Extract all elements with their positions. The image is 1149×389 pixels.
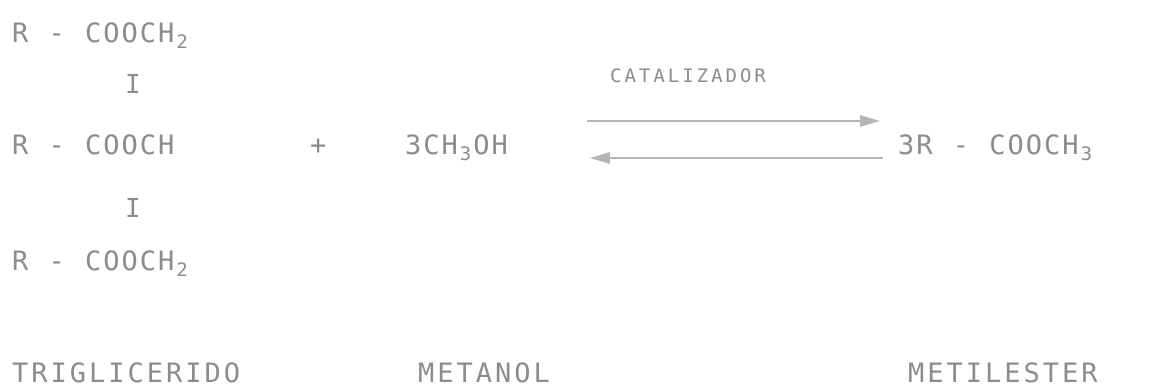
triglyceride-caption: TRIGLICERIDO	[12, 358, 244, 389]
triglyceride-row-1-text: R - COOCH	[12, 18, 177, 49]
triglyceride-row-3-subscript: 2	[176, 259, 190, 281]
methanol-formula: 3CH3OH	[405, 130, 510, 164]
triglyceride-bond-2: I	[125, 194, 141, 224]
forward-arrow	[587, 115, 880, 127]
reverse-arrow	[590, 152, 883, 164]
methanol-formula-subscript: 3	[459, 143, 474, 165]
triglyceride-bond-1: I	[125, 70, 141, 100]
methanol-caption: METANOL	[418, 358, 553, 389]
triglyceride-row-2-text: R - COOCH	[12, 130, 177, 161]
product-caption: METILESTER	[908, 358, 1101, 389]
equilibrium-arrows	[587, 115, 883, 164]
product-formula-text: 3R - COOCH	[898, 130, 1081, 161]
plus-sign: +	[310, 130, 329, 161]
methanol-formula-post: OH	[473, 130, 510, 161]
triglyceride-row-2: R - COOCH	[12, 132, 176, 159]
methanol-formula-pre: 3CH	[405, 130, 460, 161]
triglyceride-row-1-subscript: 2	[176, 31, 190, 53]
product-formula-subscript: 3	[1080, 143, 1095, 165]
product-formula: 3R - COOCH3	[898, 130, 1094, 164]
triglyceride-row-3-text: R - COOCH	[12, 246, 177, 277]
catalyst-label: CATALIZADOR	[610, 65, 769, 87]
triglyceride-row-1: R - COOCH2	[12, 18, 190, 52]
triglyceride-row-3: R - COOCH2	[12, 246, 190, 280]
